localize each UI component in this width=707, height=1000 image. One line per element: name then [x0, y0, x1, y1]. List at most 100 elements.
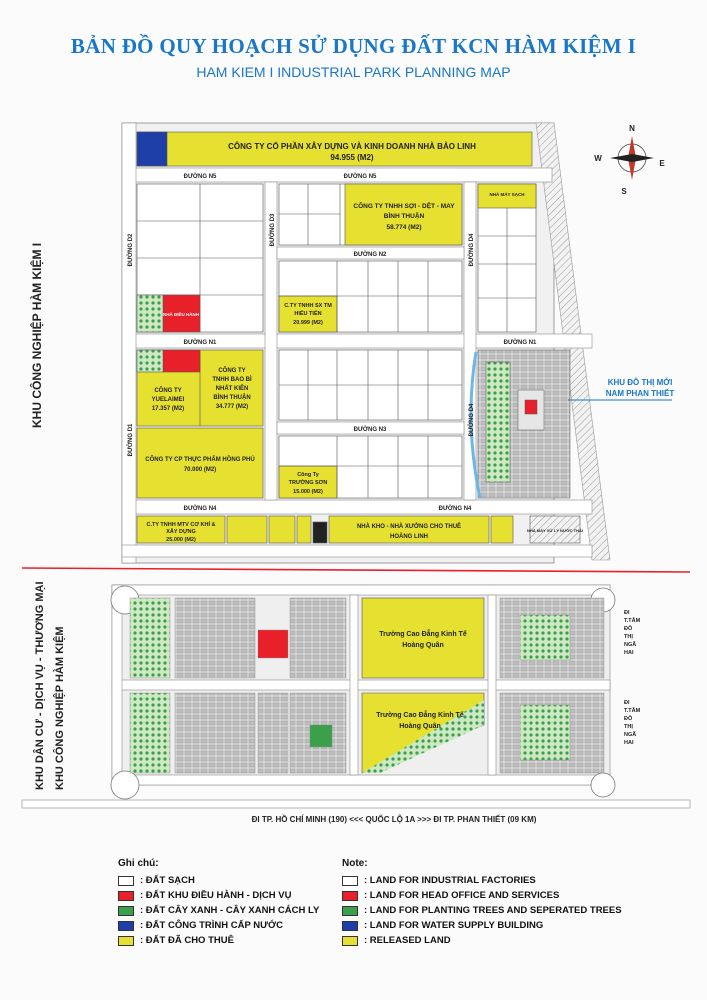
legend-vi-header: Ghi chú:	[118, 858, 159, 869]
truong-son-label-2: TRƯỜNG SƠN	[289, 478, 328, 486]
legend-en-row: : RELEASED LAND	[342, 933, 622, 948]
hieu-tien-label-2: HIẾU TIẾN	[294, 310, 321, 317]
road-label-d1: ĐƯỜNG D1	[126, 423, 134, 456]
right-label-2b: T.TÂM	[624, 707, 641, 714]
legend-en-row: : LAND FOR HEAD OFFICE AND SERVICES	[342, 888, 622, 903]
legend-swatch-green	[118, 905, 134, 916]
urban-label-2: NAM PHAN THIẾT	[606, 388, 675, 398]
housing-right	[499, 597, 605, 774]
parcel-hoang-linh	[328, 515, 490, 544]
road-label-n5: ĐƯỜNG N5	[184, 172, 217, 180]
legend-english: Note: : LAND FOR INDUSTRIAL FACTORIES : …	[342, 858, 622, 948]
block-n2-n1	[278, 260, 463, 333]
block-n1-n3	[278, 349, 463, 421]
truong-son-label-3: 15.000 (M2)	[293, 489, 323, 495]
water-plant-parcel	[477, 183, 537, 209]
legend-vi-row: : ĐẤT ĐÃ CHO THUÊ	[118, 933, 319, 948]
compass-e: E	[659, 159, 665, 168]
road-n3	[276, 421, 465, 435]
roundabouts	[110, 585, 616, 800]
soi-label-3: 58.774 (M2)	[386, 224, 421, 231]
side-label-residential-1: KHU DÂN CƯ - DỊCH VỤ - THƯƠNG MẠI	[34, 581, 46, 790]
legend-en-row: : LAND FOR WATER SUPPLY BUILDING	[342, 918, 622, 933]
legend-en-label: : LAND FOR HEAD OFFICE AND SERVICES	[364, 890, 560, 901]
road-label-n4: ĐƯỜNG N4	[184, 504, 217, 512]
compass-w: W	[594, 154, 602, 163]
road-d2-d1-mid	[264, 181, 278, 501]
bao-bi-label-5: 34.777 (M2)	[216, 404, 248, 410]
residential-roads	[111, 584, 611, 786]
road-n2	[276, 246, 465, 260]
right-label-1b: T.TÂM	[624, 617, 641, 624]
road-label-n4b: ĐƯỜNG N4	[439, 504, 472, 512]
urban-red-building	[524, 399, 538, 415]
water-plant-label: NHÀ MÁY SẠCH	[490, 191, 525, 197]
road-label-n1: ĐƯỜNG N1	[184, 338, 217, 346]
block-north-mid	[278, 183, 463, 246]
legend-en-label: : LAND FOR INDUSTRIAL FACTORIES	[364, 875, 536, 886]
hoang-linh-label-2: HOÀNG LINH	[390, 533, 428, 540]
college-1-label-b: Hoàng Quân	[402, 642, 444, 649]
road-label-n2: ĐƯỜNG N2	[354, 250, 387, 258]
green-corner	[136, 294, 164, 333]
legend-en-row: : LAND FOR PLANTING TREES AND SEPERATED …	[342, 903, 622, 918]
road-d1	[121, 122, 137, 564]
parcel-college-1	[361, 597, 485, 679]
zone-boundary-line	[21, 567, 691, 573]
parcel-hong-phu	[136, 427, 264, 499]
legend-en-row: : LAND FOR INDUSTRIAL FACTORIES	[342, 873, 622, 888]
right-label-2d: THỊ	[624, 724, 633, 730]
road-label-d4b: ĐƯỜNG D4	[467, 403, 475, 436]
soi-label-2: BÌNH THUẬN	[384, 211, 425, 220]
legend-vi-label: : ĐẤT CÔNG TRÌNH CẤP NƯỚC	[140, 920, 284, 931]
road-south-edge	[121, 544, 593, 558]
legend-vi-label: : ĐẤT CÂY XANH - CÂY XANH CÁCH LY	[140, 905, 320, 916]
compass-n: N	[629, 124, 635, 133]
legend-vi-row: : ĐẤT CÔNG TRÌNH CẤP NƯỚC	[118, 918, 319, 933]
block-south-west	[136, 349, 264, 499]
highway-ql1a	[21, 799, 691, 809]
road-label-d4: ĐƯỜNG D4	[467, 233, 475, 266]
right-label-2a: ĐI	[624, 700, 630, 706]
hieu-tien-label-3: 20.999 (M2)	[293, 320, 323, 326]
road-label-n5b: ĐƯỜNG N5	[344, 172, 377, 180]
side-label-industrial: KHU CÔNG NGHIỆP HÀM KIỆM I	[30, 242, 44, 428]
urban-area-block	[469, 349, 571, 499]
legend-swatch-red	[342, 890, 358, 901]
yuelaimei-label-2: YUELAIMEI	[152, 397, 185, 403]
parcel-soi-det-may	[344, 183, 463, 246]
legend-swatch-white	[342, 875, 358, 886]
hong-phu-label-1: CÔNG TY CP THỰC PHẨM HỒNG PHÚ	[145, 455, 254, 463]
college-1-label-a: Trường Cao Đẳng Kinh Tế	[379, 629, 467, 638]
parcel-small-3	[296, 515, 312, 544]
side-label-residential-2: KHU CÔNG NGHIỆP HÀM KIỆM	[54, 626, 66, 790]
xu-ly-label: NHÀ MÁY XỬ LÝ NƯỚC THẢI	[527, 528, 583, 533]
green-corner-2	[136, 349, 164, 373]
college-2-label-b: Hoàng Quân	[399, 723, 441, 730]
parcel-small-4	[490, 515, 514, 544]
legend-vi-label: : ĐẤT SẠCH	[140, 875, 195, 886]
right-label-1c: ĐÔ	[624, 624, 633, 632]
legend-swatch-white	[118, 875, 134, 886]
head-office-2	[162, 349, 201, 373]
legend-en-label: : LAND FOR WATER SUPPLY BUILDING	[364, 920, 544, 931]
water-supply-parcel	[136, 131, 168, 167]
hoang-linh-label-1: NHÀ KHO - NHÀ XƯỞNG CHO THUÊ	[357, 522, 461, 530]
legend-en-label: : LAND FOR PLANTING TREES AND SEPERATED …	[364, 905, 622, 916]
map-title-english: HAM KIEM I INDUSTRIAL PARK PLANNING MAP	[196, 64, 511, 80]
legend-swatch-blue	[118, 920, 134, 931]
right-label-1a: ĐI	[624, 610, 630, 616]
housing-left	[129, 597, 347, 774]
parcel-bao-linh	[136, 131, 533, 167]
hieu-tien-label-1: C.TY TNHH SX TM	[284, 303, 332, 309]
college-2-label-a: Trường Cao Đẳng Kinh Tế	[376, 710, 464, 719]
college-2-tree-edge	[362, 700, 484, 773]
block-n3-n4	[278, 435, 463, 499]
legend-swatch-yellow	[118, 935, 134, 946]
bao-linh-label-2: 94.955 (M2)	[330, 153, 373, 162]
yuelaimei-label-3: 17.357 (M2)	[152, 406, 184, 412]
highway-label: ĐI TP. HỒ CHÍ MINH (190) <<< QUỐC LỘ 1A …	[252, 814, 537, 824]
legend-vi-row: : ĐẤT KHU ĐIỀU HÀNH - DỊCH VỤ	[118, 888, 319, 903]
